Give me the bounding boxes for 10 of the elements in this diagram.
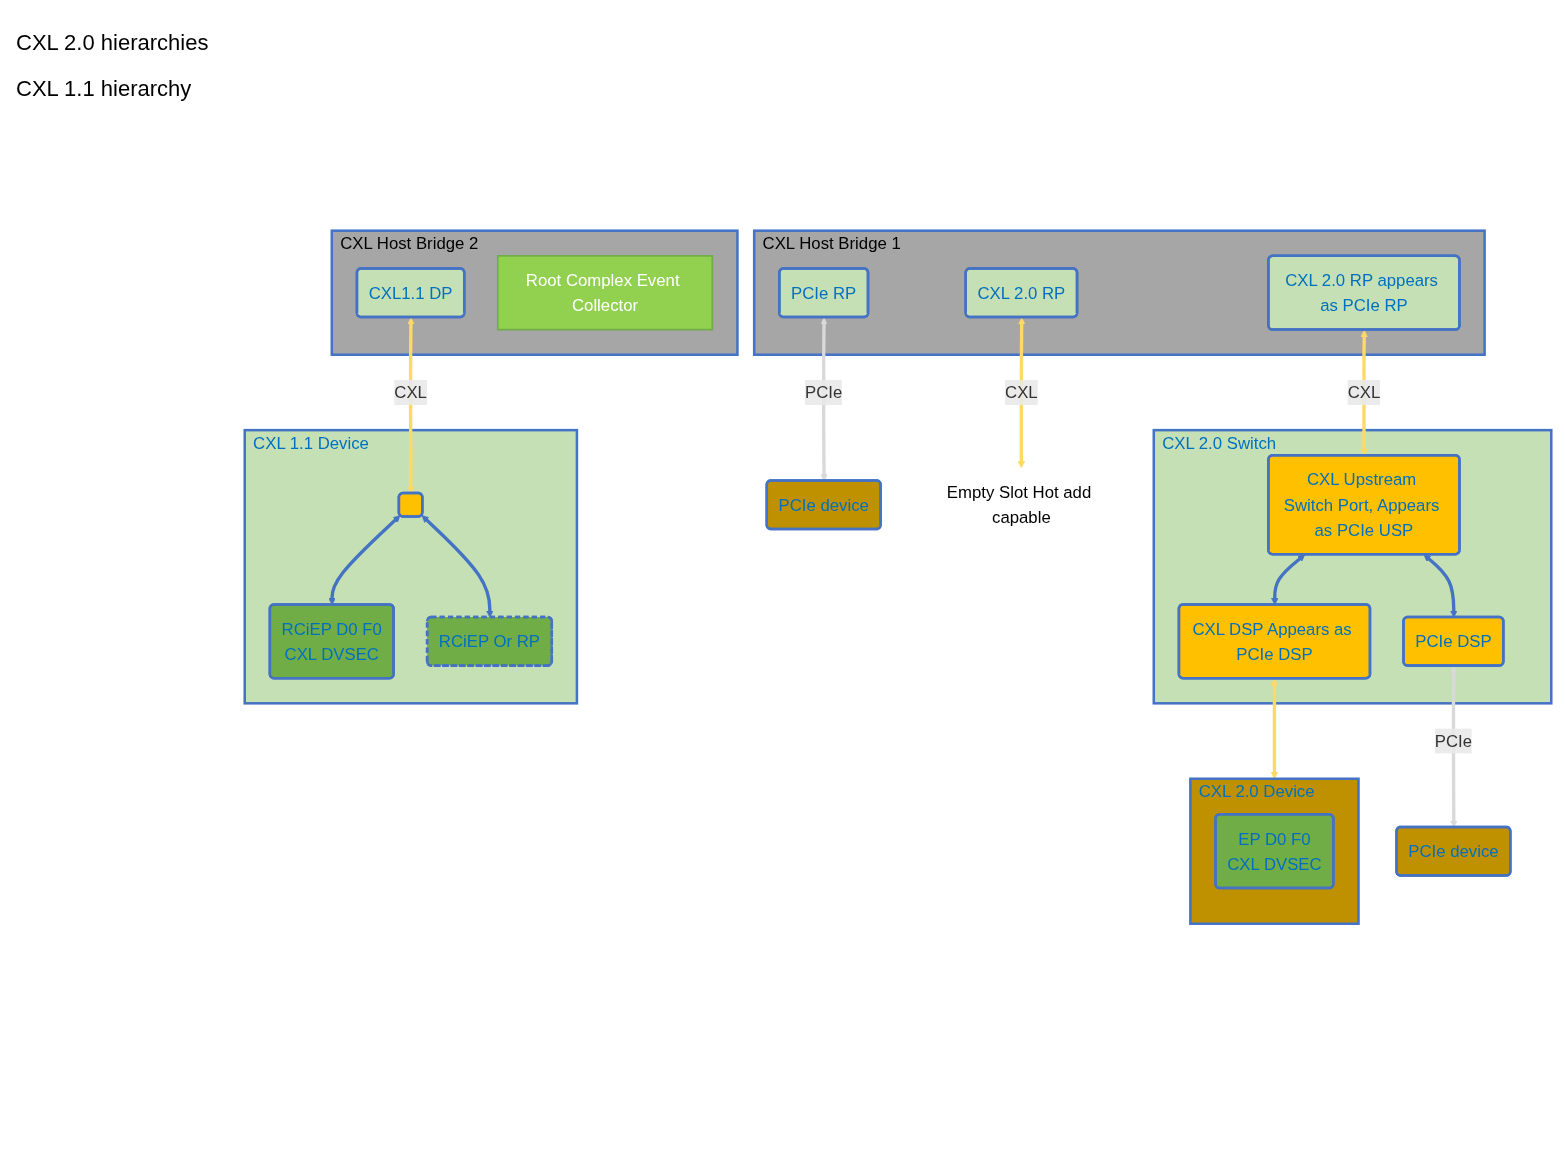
edge-label: CXL xyxy=(1347,383,1380,402)
arrow xyxy=(1270,678,1278,780)
edge-label: PCIe xyxy=(1434,732,1472,751)
node-box: Root Complex Event Collector xyxy=(496,255,713,331)
edge-label: CXL xyxy=(393,383,427,402)
note-text: CXL 1.1 hierarchy xyxy=(16,76,193,102)
edge-label: CXL xyxy=(1004,383,1038,402)
note-text: CXL 2.0 hierarchies xyxy=(16,30,210,56)
edge-label: PCIe xyxy=(804,383,842,402)
node-text: Empty Slot Hot add capable xyxy=(946,483,1091,527)
